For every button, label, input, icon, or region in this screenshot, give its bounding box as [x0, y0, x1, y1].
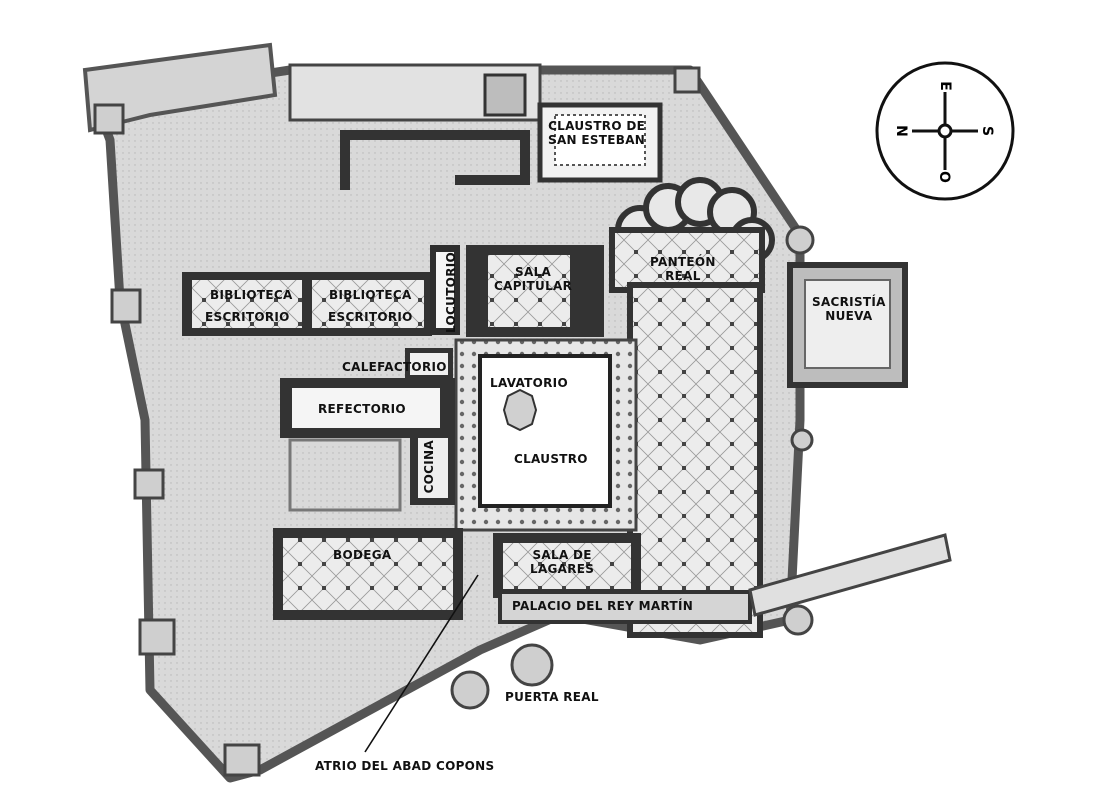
- label-puerta-real: PUERTA REAL: [505, 690, 599, 704]
- label-sacristia-nueva: SACRISTÍA NUEVA: [812, 295, 886, 323]
- label-palacio-rey-martin: PALACIO DEL REY MARTÍN: [512, 599, 694, 613]
- label-escritorio-east: ESCRITORIO: [328, 310, 413, 324]
- compass-east-letter: E: [937, 81, 953, 91]
- calefactorio-room: [405, 348, 453, 380]
- label-lavatorio: LAVATORIO: [490, 376, 568, 390]
- precinct-towers: [93, 66, 815, 777]
- label-biblioteca-east: BIBLIOTECA: [329, 288, 412, 302]
- chapter-house-range: [430, 245, 604, 337]
- cellar-range: [273, 528, 463, 620]
- label-sala-capitular: SALA CAPITULAR: [494, 265, 573, 293]
- refectory-range: [280, 378, 455, 438]
- label-claustro: CLAUSTRO: [514, 452, 588, 466]
- label-sala-lagares: SALA DE LAGARES: [530, 548, 595, 576]
- wine-press-hall: [493, 533, 641, 598]
- north-ranges: [288, 63, 663, 190]
- great-cloister: [454, 338, 638, 532]
- label-cocina: COCINA: [422, 440, 436, 494]
- compass-north-letter: N: [893, 125, 909, 137]
- royal-pantheon-apse: [609, 177, 775, 293]
- new-sacristy: [787, 262, 908, 388]
- label-locutorio: LOCUTORIO: [444, 252, 458, 333]
- library-range: [182, 272, 432, 336]
- east-ramp: [748, 533, 952, 617]
- label-claustro-san-esteban: CLAUSTRO DE SAN ESTEBAN: [548, 119, 646, 147]
- label-biblioteca-west: BIBLIOTECA: [210, 288, 293, 302]
- church-nave: [627, 282, 763, 638]
- king-martin-palace: [498, 590, 752, 624]
- kitchen-range: [288, 430, 455, 512]
- label-panteon-real: PANTEÓN REAL: [650, 255, 716, 283]
- label-calefactorio: CALEFACTORIO: [342, 360, 447, 374]
- label-refectorio: REFECTORIO: [318, 402, 406, 416]
- compass-rose: [875, 61, 1015, 201]
- label-escritorio-west: ESCRITORIO: [205, 310, 290, 324]
- label-bodega: BODEGA: [333, 548, 392, 562]
- label-atrio-abad-copons: ATRIO DEL ABAD COPONS: [315, 759, 495, 773]
- compass-west-letter: O: [936, 171, 952, 183]
- atrio-pointer-line: [364, 574, 479, 753]
- compass-south-letter: S: [979, 126, 995, 136]
